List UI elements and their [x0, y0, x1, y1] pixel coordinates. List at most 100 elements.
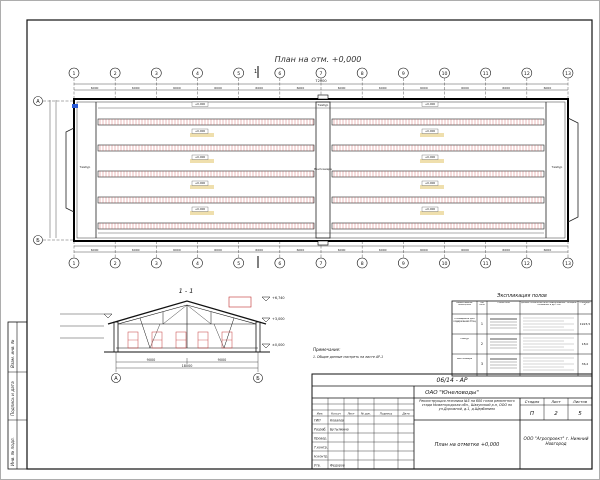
axis-number: 4 [196, 71, 199, 77]
axis-bubble [68, 67, 80, 79]
floors-header-cell: Данные элементов пола (наименование, тол… [521, 302, 577, 307]
stamp-stage-label: Стадия [525, 399, 540, 404]
corridor-accent [420, 159, 444, 163]
level-mark-box [421, 206, 439, 212]
axis-bubble [233, 257, 244, 269]
level-mark-box [191, 128, 209, 134]
axis-number: 4 [196, 261, 199, 267]
axis-bubble [192, 67, 203, 79]
stamp-stage: П [530, 411, 534, 417]
stamp-name: Бутылкина [330, 428, 349, 432]
axis-number: 1 [73, 71, 76, 77]
section-cut-mark: 1 [254, 66, 259, 268]
axis-bubble [521, 67, 533, 79]
section-dimensions [115, 352, 259, 372]
section-cages [127, 331, 233, 349]
span-dimension-top: 6000 [91, 86, 99, 90]
axis-number: 12 [524, 261, 530, 267]
corridor-accent [190, 159, 214, 163]
axis-number: 11 [483, 71, 489, 77]
corridor-accent [420, 133, 444, 137]
axis-number: 5 [237, 261, 240, 267]
axis-bubble [109, 67, 121, 79]
section-level-top: +6,740 [272, 296, 285, 300]
axis-bubble [274, 257, 286, 269]
span-dimension-bottom: 6000 [338, 248, 346, 252]
axis-bubble [398, 67, 409, 79]
axis-bubble [68, 257, 80, 269]
level-mark: +0,000 [195, 155, 206, 159]
floors-header-cell: Тип пола [479, 302, 484, 307]
axis-number: 10 [442, 261, 448, 267]
notes-heading: Примечание: [313, 347, 341, 352]
axis-number: 3 [155, 261, 158, 267]
section-level-zero: ±0,000 [272, 343, 285, 347]
side-stamp-field-2: Подпись и дата [10, 381, 15, 416]
stamp-column-header: Дата [401, 412, 410, 416]
span-dimension-top: 6000 [544, 86, 552, 90]
axis-bubble [356, 257, 368, 269]
level-mark-box [191, 154, 209, 160]
section-level-mid: +3,000 [272, 317, 285, 321]
axis-number: 2 [114, 71, 117, 77]
stamp-name: Федоров [330, 464, 345, 468]
stamp-column-header: Лист [346, 412, 354, 416]
stamp-sheet-title: План на отметке +0,000 [435, 442, 500, 448]
section-dim-total: 18000 [182, 364, 193, 368]
stamp-column-header: Подпись [380, 412, 393, 416]
axis-bubble [315, 257, 327, 269]
plan-cage-rows [97, 107, 545, 234]
axis-bubble [480, 257, 491, 269]
cage-row [97, 196, 315, 204]
axis-bubble [562, 67, 574, 79]
axis-bubble [151, 257, 162, 269]
span-dimension-top: 6000 [461, 86, 469, 90]
plan-level-marks: +0,000+0,000+0,000+0,000+0,000+0,000+0,0… [191, 101, 439, 212]
floors-room-cell: Помещение для содержания птиц [453, 318, 476, 323]
axis-number: 13 [565, 71, 571, 77]
stamp-sheet: 2 [554, 411, 558, 417]
axis-number: 8 [361, 71, 364, 77]
corridor-accent [190, 211, 214, 215]
axis-bubble [315, 67, 327, 79]
inner-frame [26, 19, 593, 470]
axis-bubble [151, 67, 162, 79]
level-mark-box [191, 206, 209, 212]
stamp-column-header: Кол.уч [331, 412, 341, 416]
corridor-accent [420, 211, 444, 215]
level-mark-box [421, 154, 439, 160]
axis-bubble [562, 257, 574, 269]
stamp-column-header: Изм. [317, 412, 324, 416]
plan-span-dimensions: 6000 6000 6000 6000 6000 6000 6000 6000 6000 6000… [91, 86, 552, 252]
level-mark: +0,000 [195, 207, 206, 211]
axis-bubble [521, 257, 533, 269]
level-mark: +0,000 [195, 181, 206, 185]
level-mark: +0,000 [425, 102, 436, 106]
span-dimension-top: 6000 [255, 86, 263, 90]
stamp-role: Разраб. [314, 428, 327, 432]
floors-type-cell: 1 [481, 322, 483, 326]
side-stamp-field-3: Инв. № подл. [10, 437, 15, 466]
level-mark: +0,000 [425, 129, 436, 133]
span-dimension-bottom: 6000 [255, 248, 263, 252]
stamp-role: Утв. [314, 464, 321, 468]
axis-number: 9 [402, 261, 405, 267]
level-mark: +0,000 [425, 207, 436, 211]
corridor-accent [420, 185, 444, 189]
cage-row [97, 170, 315, 178]
span-dimension-top: 6000 [297, 86, 305, 90]
axis-number: 6 [278, 261, 281, 267]
span-dimension-bottom: 6000 [420, 248, 428, 252]
cage-row [97, 118, 315, 126]
span-dimension-bottom: 6000 [91, 248, 99, 252]
side-stamp-field-1: Взам. инв. № [10, 339, 15, 368]
axis-number: 2 [114, 261, 117, 267]
stamp-project: Реконструкция птичника №5 на 600 голов р… [419, 399, 515, 411]
cage-row [97, 144, 315, 152]
axis-number: 6 [278, 71, 281, 77]
span-dimension-top: 6000 [502, 86, 510, 90]
